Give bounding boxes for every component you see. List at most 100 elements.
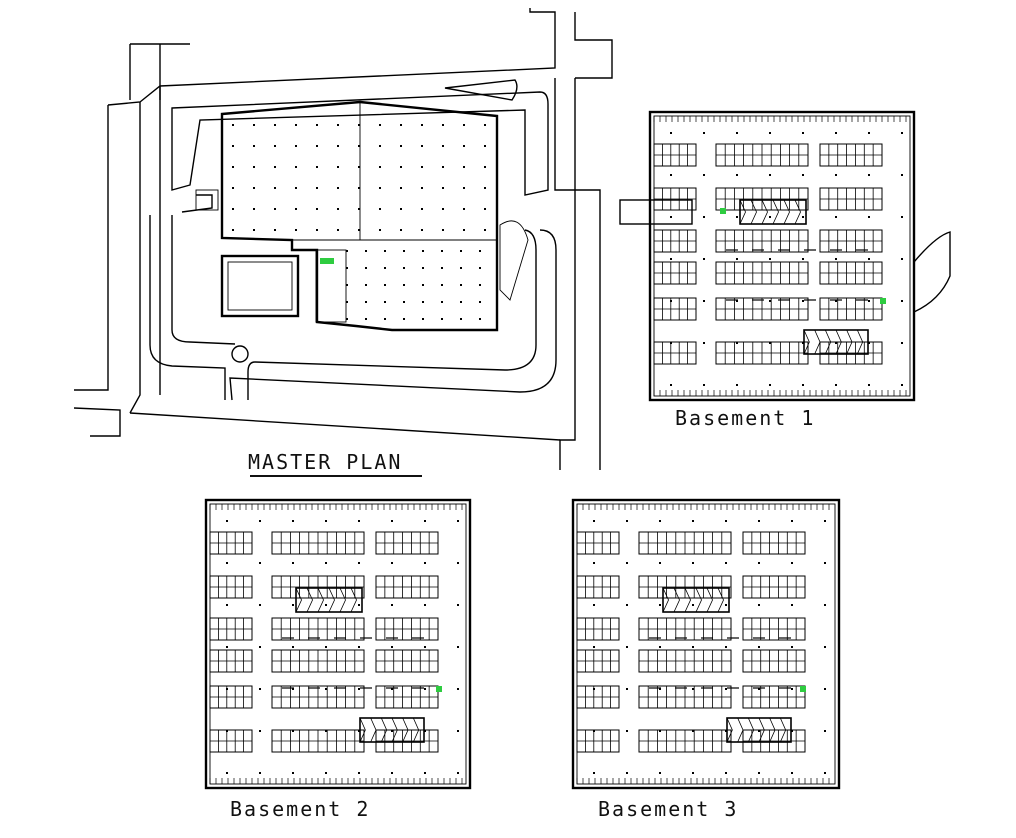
column-dot (384, 250, 386, 252)
column-dot (295, 208, 297, 210)
ramp-chevron (717, 587, 724, 613)
column-dot (325, 646, 327, 648)
column-dot (824, 562, 826, 564)
ramp (295, 587, 363, 613)
column-dot (295, 166, 297, 168)
ramp-chevron (402, 717, 409, 743)
column-dot (403, 250, 405, 252)
column-dot (791, 562, 793, 564)
column-dot (791, 646, 793, 648)
ramp-chevron (380, 717, 388, 743)
column-dot (325, 562, 327, 564)
column-dot (358, 646, 360, 648)
column-dot (400, 208, 402, 210)
ramp-chevron (772, 199, 779, 225)
column-dot (400, 166, 402, 168)
column-dot (325, 520, 327, 522)
column-dot (441, 250, 443, 252)
column-dot (626, 772, 628, 774)
column-dot (358, 772, 360, 774)
column-dot (259, 730, 261, 732)
column-dot (337, 187, 339, 189)
column-dot (384, 284, 386, 286)
column-dot (358, 604, 360, 606)
column-dot (758, 772, 760, 774)
column-dot (901, 258, 903, 260)
column-dot (391, 646, 393, 648)
column-dot (232, 187, 234, 189)
column-dot (424, 604, 426, 606)
ramp-chevron (779, 717, 787, 743)
column-dot (725, 562, 727, 564)
column-dot (358, 730, 360, 732)
column-dot (226, 730, 228, 732)
column-dot (316, 187, 318, 189)
column-dot (232, 145, 234, 147)
column-dot (226, 646, 228, 648)
ramp-chevron (794, 199, 801, 225)
column-dot (460, 284, 462, 286)
column-dot (484, 208, 486, 210)
column-dot (593, 520, 595, 522)
master-plan-title-underline (250, 475, 422, 477)
column-dot (460, 250, 462, 252)
column-dot (391, 520, 393, 522)
column-dot (232, 166, 234, 168)
column-dot (316, 208, 318, 210)
column-dot (403, 267, 405, 269)
column-dot (769, 342, 771, 344)
basement-1-plan (619, 110, 951, 402)
column-dot (769, 174, 771, 176)
ramp-chevron (726, 717, 733, 743)
column-dot (457, 730, 459, 732)
column-dot (484, 187, 486, 189)
column-dot (316, 229, 318, 231)
column-dot (670, 300, 672, 302)
column-dot (358, 145, 360, 147)
column-dot (692, 688, 694, 690)
column-dot (365, 250, 367, 252)
column-dot (835, 132, 837, 134)
column-dot (316, 124, 318, 126)
column-dot (422, 318, 424, 320)
column-dot (769, 216, 771, 218)
column-dot (442, 229, 444, 231)
column-dot (626, 604, 628, 606)
column-dot (835, 300, 837, 302)
column-dot (692, 562, 694, 564)
column-dot (403, 301, 405, 303)
column-dot (226, 772, 228, 774)
column-dot (692, 520, 694, 522)
column-dot (670, 258, 672, 260)
column-dot (463, 229, 465, 231)
column-dot (253, 208, 255, 210)
column-dot (484, 166, 486, 168)
column-dot (295, 145, 297, 147)
column-dot (337, 145, 339, 147)
column-dot (421, 166, 423, 168)
column-dot (422, 284, 424, 286)
column-dot (868, 300, 870, 302)
column-dot (703, 342, 705, 344)
ramp-chevron (359, 717, 366, 743)
column-dot (868, 174, 870, 176)
column-dot (253, 145, 255, 147)
column-dot (626, 730, 628, 732)
ramp-chevron (739, 199, 746, 225)
column-dot (868, 258, 870, 260)
column-dot (736, 384, 738, 386)
column-dot (659, 562, 661, 564)
ramp-chevron (856, 329, 864, 355)
column-dot (901, 216, 903, 218)
column-dot (365, 318, 367, 320)
column-dot (295, 229, 297, 231)
parking-stalls (653, 116, 907, 396)
column-dot (824, 730, 826, 732)
column-dot (379, 124, 381, 126)
column-dot (365, 284, 367, 286)
column-dot (292, 730, 294, 732)
column-dot (725, 730, 727, 732)
column-dot (479, 284, 481, 286)
column-dot (457, 646, 459, 648)
column-dot (292, 646, 294, 648)
